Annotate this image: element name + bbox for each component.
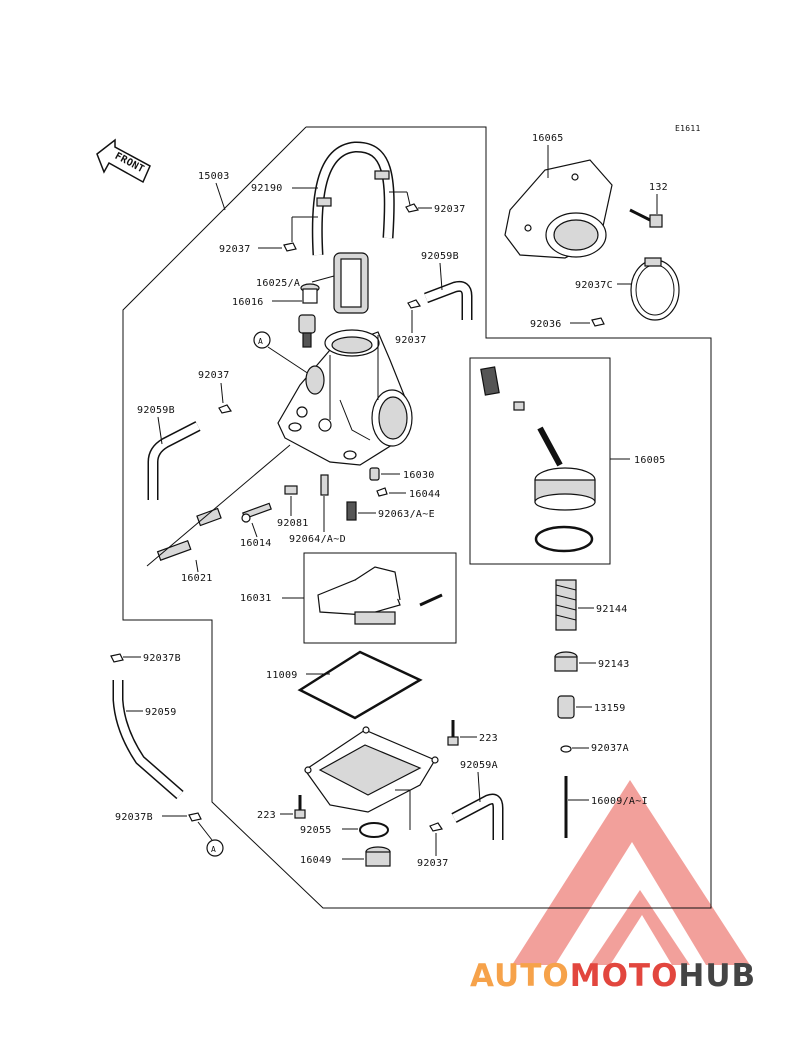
bolt-132 (629, 208, 663, 228)
plunger-13159 (557, 695, 575, 719)
clip-92037-l2 (218, 404, 232, 414)
label-92059: 92059 (145, 707, 177, 718)
float-bowl (304, 726, 439, 813)
callout-a-top-label: A (258, 337, 263, 346)
label-92037a: 92037A (591, 743, 629, 754)
screw-223-right (447, 720, 459, 746)
callout-a-top (253, 331, 271, 349)
label-92037-l2: 92037 (198, 370, 230, 381)
clip-92037-mid (407, 299, 421, 309)
hose-92059b-top (424, 280, 473, 320)
clip-92037-bot (429, 822, 443, 832)
part-16030 (369, 467, 380, 481)
watermark-logo-mark (512, 780, 750, 965)
gasket-11009 (297, 650, 423, 720)
label-16044: 16044 (409, 489, 441, 500)
label-223-left: 223 (257, 810, 276, 821)
float-16031 (317, 566, 443, 625)
label-11009: 11009 (266, 670, 298, 681)
label-92037-left: 92037 (219, 244, 251, 255)
label-223-right: 223 (479, 733, 498, 744)
label-92037-mid: 92037 (395, 335, 427, 346)
part-16044 (376, 487, 388, 497)
ring-92055 (359, 822, 389, 838)
label-92037c: 92037C (575, 280, 613, 291)
label-92064: 92064/A~D (289, 534, 346, 545)
label-15003: 15003 (198, 171, 230, 182)
label-92059b-left: 92059B (137, 405, 175, 416)
watermark-part2: MOTO (569, 958, 679, 994)
clip-92037-left (283, 242, 297, 252)
starter-assembly-box (469, 357, 611, 565)
label-16005: 16005 (634, 455, 666, 466)
spring-92144 (555, 579, 577, 631)
hose-92059a (451, 793, 504, 840)
part-16021 (156, 507, 222, 561)
carburetor-body (277, 329, 413, 466)
clip-92037-top (405, 203, 419, 213)
clip-92036 (591, 317, 605, 327)
label-92144: 92144 (596, 604, 628, 615)
throttle-valve-16025 (333, 252, 369, 314)
clip-92037b-bot (188, 812, 202, 822)
label-92037-top: 92037 (434, 204, 466, 215)
label-13159: 13159 (594, 703, 626, 714)
ring-92037a (560, 745, 572, 753)
watermark-part3: HUB (678, 958, 757, 994)
intake-16065 (504, 159, 613, 259)
part-92081 (284, 485, 298, 495)
label-16065: 16065 (532, 133, 564, 144)
starter-16005 (480, 366, 596, 553)
label-132: 132 (649, 182, 668, 193)
label-16025: 16025/A (256, 278, 300, 289)
label-92037b-top: 92037B (143, 653, 181, 664)
hose-92059b-left (147, 421, 201, 500)
label-16014: 16014 (240, 538, 272, 549)
label-92059b-top: 92059B (421, 251, 459, 262)
label-92055: 92055 (300, 825, 332, 836)
label-16049: 16049 (300, 855, 332, 866)
clip-92037b-top (110, 653, 124, 663)
callout-a-bottom-label: A (211, 845, 216, 854)
label-16031: 16031 (240, 593, 272, 604)
label-16009: 16009/A~I (591, 796, 648, 807)
label-92037-bot: 92037 (417, 858, 449, 869)
part-92063 (346, 501, 357, 521)
hose-92059 (112, 680, 184, 800)
label-92063: 92063/A~E (378, 509, 435, 520)
screw-223-left (294, 795, 306, 819)
watermark-part1: AUTO (470, 958, 570, 994)
watermark-text: AUTOMOTOHUB (470, 958, 756, 994)
callout-a-bottom (206, 839, 224, 857)
label-92036: 92036 (530, 319, 562, 330)
front-arrow-icon: FRONT (96, 138, 151, 184)
clamp-92037c (630, 257, 680, 321)
cap-92143 (554, 651, 578, 672)
label-92059a: 92059A (460, 760, 498, 771)
part-92064 (320, 474, 329, 496)
plug-16049 (365, 846, 391, 867)
label-16030: 16030 (403, 470, 435, 481)
label-92190: 92190 (251, 183, 283, 194)
vent-hose-92190 (311, 141, 395, 256)
label-92037b-bot: 92037B (115, 812, 153, 823)
label-92143: 92143 (598, 659, 630, 670)
needle-jet-cap-16016 (298, 283, 320, 348)
diagram-code: E1611 (675, 124, 701, 133)
part-16014 (241, 502, 272, 523)
assembly-outline (122, 126, 712, 909)
label-16016: 16016 (232, 297, 264, 308)
label-92081: 92081 (277, 518, 309, 529)
label-16021: 16021 (181, 573, 213, 584)
